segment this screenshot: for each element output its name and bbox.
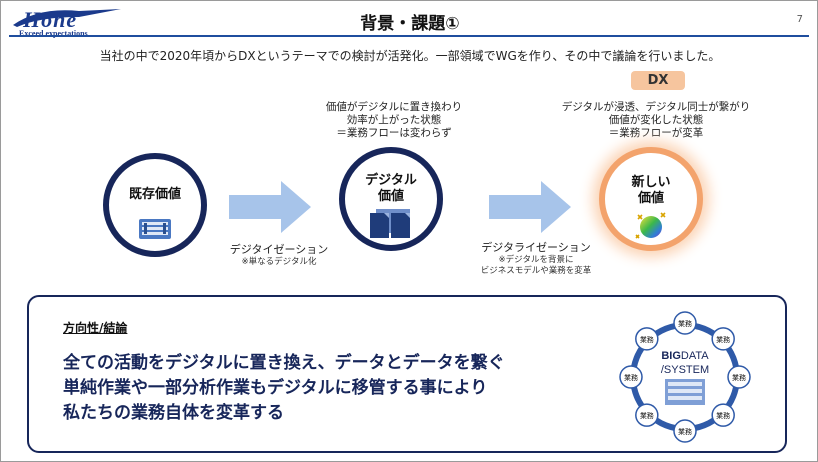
bigdata-node-label: 業務 [624,373,638,382]
logo-tagline: Exceed expectations [19,29,88,38]
bigdata-center-label: BIGDATA [661,350,709,362]
conclusion-line: 私たちの業務自体を変革する [63,403,284,423]
logo-swoosh-icon [13,9,121,27]
description-line: 価値が変化した状態 [608,114,704,126]
bigdata-node-label: 業務 [640,335,654,344]
sphere-icon [635,212,666,239]
description-line: デジタルが浸透、デジタル同士が繋がり [561,101,751,113]
conclusion-title: 方向性/結論 [63,321,128,335]
conclusion-line: 全ての活動をデジタルに置き換え、データとデータを繋ぐ [63,353,505,373]
company-logo: Hone Exceed expectations [9,5,129,39]
logo-text: Hone [23,7,78,32]
digitalization-label: デジタライゼーション [481,241,591,254]
bigdata-node-circle [711,327,735,351]
server-icon [139,219,171,239]
title-divider [9,35,809,37]
bigdata-node: 業務 [673,419,697,443]
description-line: ＝業務フローが変革 [608,127,704,139]
existing-value-circle: 既存価値 [103,153,207,257]
new-value-description: デジタルが浸透、デジタル同士が繋がり 価値が変化した状態 ＝業務フローが変革 [561,101,751,140]
bigdata-node-label: 業務 [732,373,746,382]
bigdata-node-circle [673,311,697,335]
digital-value-circle: デジタル 価値 [339,147,443,251]
bigdata-node-circle [635,403,659,427]
circle-label-line: 新しい [631,175,671,190]
page-number: 7 [796,14,803,25]
bigdata-node-label: 業務 [716,335,730,344]
circle-label-line: 価値 [377,189,404,204]
bigdata-node: 業務 [635,327,659,351]
circle-label: デジタル 価値 [345,173,437,205]
description-line: 価値がデジタルに置き換わり [325,101,463,113]
bigdata-center-label-line2: /SYSTEM [661,364,709,376]
note-line: ビジネスモデルや業務を変革 [480,266,592,276]
bigdata-node-circle [673,419,697,443]
note-line: ※デジタルを背景に [498,255,574,265]
note-line: ※単なるデジタル化 [241,257,317,267]
bigdata-node: 業務 [635,403,659,427]
circle-label-line: デジタル [365,173,417,188]
transition-arrow-icon [489,181,571,233]
bigdata-node: 業務 [711,403,735,427]
bigdata-node: 業務 [711,327,735,351]
digitalization-note: ※デジタルを背景に ビジネスモデルや業務を変革 [461,255,611,277]
bigdata-node-label: 業務 [716,411,730,420]
circle-label: 既存価値 [109,187,201,203]
circle-label: 新しい 価値 [605,175,697,207]
conclusion-box: 方向性/結論 全ての活動をデジタルに置き換え、データとデータを繋ぐ 単純作業や一… [27,295,787,453]
database-icon [665,379,705,405]
circle-label-line: 既存価値 [128,187,181,202]
bigdata-node-circle [619,365,643,389]
dx-badge: DX [631,71,685,90]
bigdata-node-circle [727,365,751,389]
circle-label-line: 価値 [637,191,664,206]
bigdata-node: 業務 [727,365,751,389]
transition-arrow-icon [229,181,311,233]
digitization-label: デジタイゼーション [229,243,329,256]
conclusion-line: 単純作業や一部分析作業もデジタルに移管する事により [63,378,488,398]
digitization-note: ※単なるデジタル化 [219,257,339,268]
intro-text: 当社の中で2020年頃からDXというテーマでの検討が活発化。一部領域でWGを作り… [99,49,721,63]
files-icon [370,209,410,238]
bigdata-node-label: 業務 [678,319,692,328]
description-line: ＝業務フローは変わらず [336,127,452,139]
bigdata-node-label: 業務 [640,411,654,420]
bigdata-node-circle [635,327,659,351]
description-line: 効率が上がった状態 [346,114,442,126]
bigdata-node: 業務 [619,365,643,389]
page-title: 背景・課題① [360,14,460,34]
bigdata-node-label: 業務 [678,427,692,436]
bigdata-node: 業務 [673,311,697,335]
bigdata-node-circle [711,403,735,427]
digital-value-description: 価値がデジタルに置き換わり 効率が上がった状態 ＝業務フローは変わらず [319,101,469,140]
new-value-circle: 新しい 価値 [599,147,703,251]
conclusion-text: 全ての活動をデジタルに置き換え、データとデータを繋ぐ 単純作業や一部分析作業もデ… [63,351,505,426]
